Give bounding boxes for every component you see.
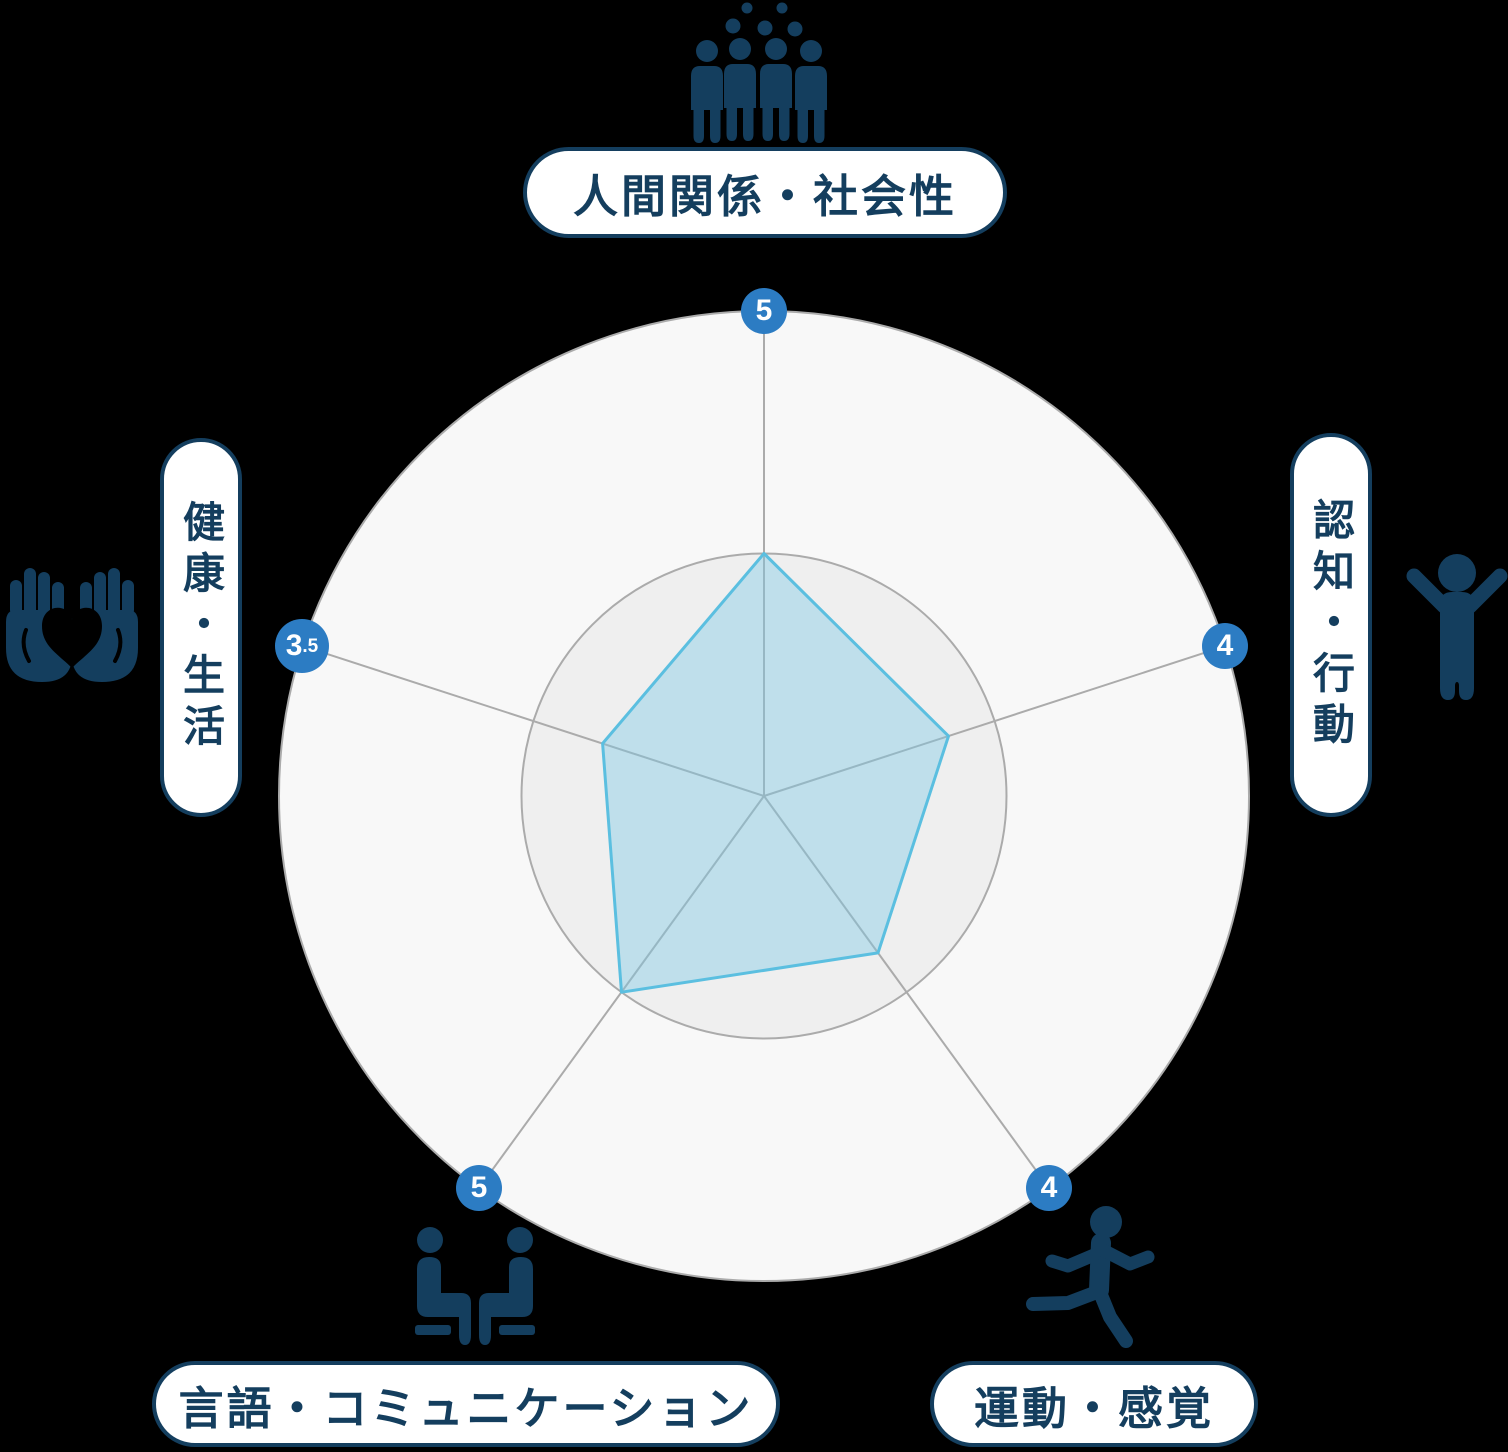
axis-label-pill-social: 人間関係・社会性 bbox=[523, 147, 1007, 238]
running-person-icon bbox=[1020, 1203, 1155, 1348]
axis-label-health: 健康・生活 bbox=[177, 500, 225, 755]
heart-cutout bbox=[42, 607, 102, 668]
badge-value-decimal: .5 bbox=[302, 635, 319, 657]
value-badge-health: 3.5 bbox=[275, 619, 329, 673]
badge-value-int: 3 bbox=[285, 629, 303, 662]
value-badge-language: 5 bbox=[456, 1165, 502, 1211]
raised-arms-person-icon bbox=[1398, 548, 1508, 710]
conversation-icon bbox=[415, 1227, 535, 1347]
hands-heart-icon bbox=[2, 560, 142, 690]
data-polygon bbox=[601, 552, 950, 994]
value-badge-cognition: 4 bbox=[1202, 623, 1248, 669]
axis-label-pill-cognition: 認知・行動 bbox=[1290, 433, 1372, 817]
axis-line-cognition bbox=[763, 645, 1226, 797]
axis-label-pill-language: 言語・コミュニケーション bbox=[152, 1361, 780, 1447]
value-badge-motor: 4 bbox=[1026, 1165, 1072, 1211]
axis-label-cognition: 認知・行動 bbox=[1307, 497, 1355, 753]
axis-label-pill-motor: 運動・感覚 bbox=[930, 1361, 1258, 1447]
value-badge-social: 5 bbox=[741, 288, 787, 334]
axis-label-pill-health: 健康・生活 bbox=[160, 438, 242, 817]
axis-line-motor bbox=[763, 795, 1050, 1189]
axis-line-health bbox=[302, 645, 765, 797]
axis-label-language: 言語・コミュニケーション bbox=[178, 1382, 754, 1434]
axis-label-motor: 運動・感覚 bbox=[973, 1382, 1214, 1434]
axis-label-social: 人間関係・社会性 bbox=[572, 171, 957, 222]
people-group-icon bbox=[690, 0, 840, 145]
